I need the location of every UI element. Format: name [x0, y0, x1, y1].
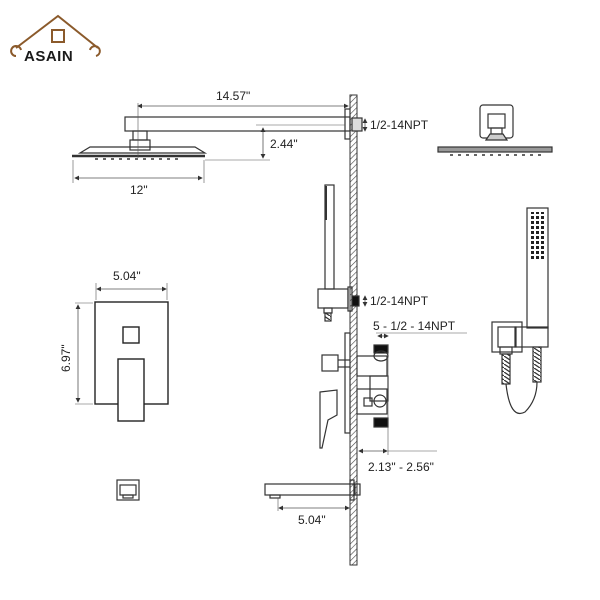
label-trim-width: 5.04" [113, 269, 141, 283]
dim-valve-depth: 2.13" - 2.56" [358, 345, 437, 474]
dim-drop: 2.44" [205, 124, 345, 161]
dim-valve-ports: 5 - 1/2 - 14NPT [373, 319, 467, 339]
house-logo-icon [10, 14, 101, 57]
label-arm-connection: 1/2-14NPT [370, 118, 429, 132]
label-arm-length: 14.57" [216, 89, 250, 103]
label-valve-depth: 2.13" - 2.56" [368, 460, 434, 474]
label-spout-length: 5.04" [298, 513, 326, 527]
label-drop: 2.44" [270, 137, 298, 151]
label-handheld-connection: 1/2-14NPT [370, 294, 429, 308]
brand-logo: ASAIN [10, 12, 102, 65]
logo-o-icon [89, 45, 101, 57]
dim-arm-length: 14.57" [137, 89, 349, 158]
tub-spout [264, 479, 361, 501]
brand-name: ASAIN [24, 48, 74, 65]
dim-spout-length: 5.04" [277, 498, 350, 527]
rain-shower-head-front [437, 104, 553, 156]
dim-handheld-connection: 1/2-14NPT [362, 294, 429, 308]
handheld-shower-front [491, 207, 549, 414]
trim-plate-front [94, 301, 169, 422]
diverter-valve-body [319, 332, 389, 449]
label-valve-ports: 5 - 1/2 - 14NPT [373, 319, 456, 333]
label-trim-height: 6.97" [59, 344, 73, 372]
tub-spout-front [116, 479, 140, 501]
rain-shower-head-side [72, 108, 363, 160]
dim-trim-height: 6.97" [59, 302, 93, 405]
logo-c-icon [10, 45, 22, 57]
dim-arm-connection: 1/2-14NPT [362, 118, 429, 132]
handheld-shower-side [317, 184, 360, 322]
wall-section [349, 94, 358, 566]
label-head-width: 12" [130, 183, 148, 197]
dim-trim-width: 5.04" [95, 269, 168, 300]
dim-head-width: 12" [72, 160, 205, 197]
